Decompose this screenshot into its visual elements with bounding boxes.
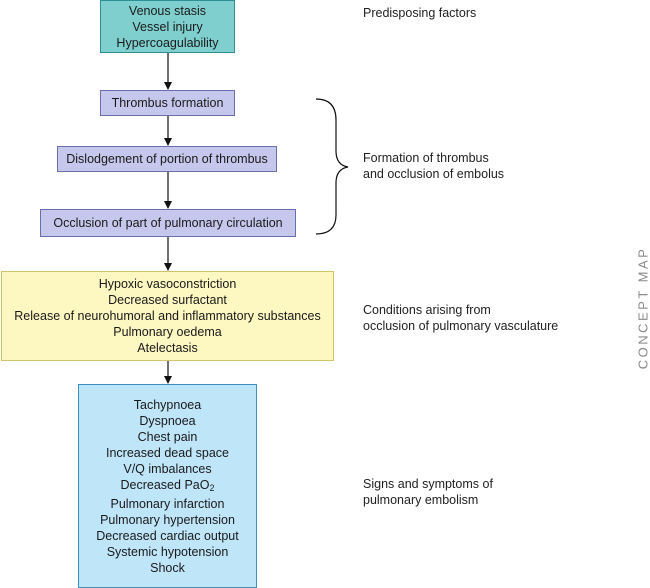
box-line: Increased dead space [105,445,229,460]
label-line: Formation of thrombus [363,151,489,165]
label-signs: Signs and symptoms of pulmonary embolism [363,476,493,508]
box-line: Thrombus formation [111,96,224,110]
box-line: Dyspnoea [139,413,196,428]
formation-bracket [315,98,349,235]
label-line: Predisposing factors [363,6,477,20]
box-line: V/Q imbalances [123,461,212,476]
dislodgement-box: Dislodgement of portion of thrombus [57,146,277,172]
label-line: pulmonary embolism [363,493,479,507]
box-line: Dislodgement of portion of thrombus [66,152,268,166]
box-line: Systemic hypotension [106,544,229,559]
box-line: Pulmonary oedema [113,325,222,339]
box-line: Atelectasis [137,341,198,355]
box-line-pao2: Decreased PaO2 [121,477,215,496]
label-line: Signs and symptoms of [363,477,493,491]
box-line: Vessel injury [132,19,203,34]
conditions-box: Hypoxic vasoconstriction Decreased surfa… [1,271,334,361]
concept-map-side-title: CONCEPT MAP [623,228,650,388]
box-line: Occlusion of part of pulmonary circulati… [53,216,283,230]
occlusion-box: Occlusion of part of pulmonary circulati… [40,209,296,237]
pao2-text: Decreased PaO [120,477,210,492]
box-line: Venous stasis [128,3,207,18]
predisposing-factors-box: Venous stasis Vessel injury Hypercoagula… [100,0,235,53]
box-line: Chest pain [137,429,198,444]
label-formation: Formation of thrombus and occlusion of e… [363,150,504,182]
thrombus-formation-box: Thrombus formation [100,90,235,116]
pao2-subscript: 2 [209,482,215,493]
box-line: Tachypnoea [133,397,202,412]
box-line: Hypoxic vasoconstriction [98,277,237,291]
box-line: Decreased cardiac output [96,528,239,543]
side-title-text: CONCEPT MAP [635,246,650,370]
label-conditions: Conditions arising from occlusion of pul… [363,302,558,334]
box-line: Shock [150,560,185,575]
box-line: Pulmonary hypertension [100,512,235,527]
label-line: and occlusion of embolus [363,167,505,181]
label-line: occlusion of pulmonary vasculature [363,319,559,333]
label-predisposing: Predisposing factors [363,5,476,21]
box-line: Pulmonary infarction [110,496,225,511]
signs-box: Tachypnoea Dyspnoea Chest pain Increased… [78,384,257,588]
box-line: Release of neurohumoral and inflammatory… [14,309,321,323]
box-line: Hypercoagulability [116,35,219,50]
box-line: Decreased surfactant [108,293,227,307]
label-line: Conditions arising from [363,303,491,317]
